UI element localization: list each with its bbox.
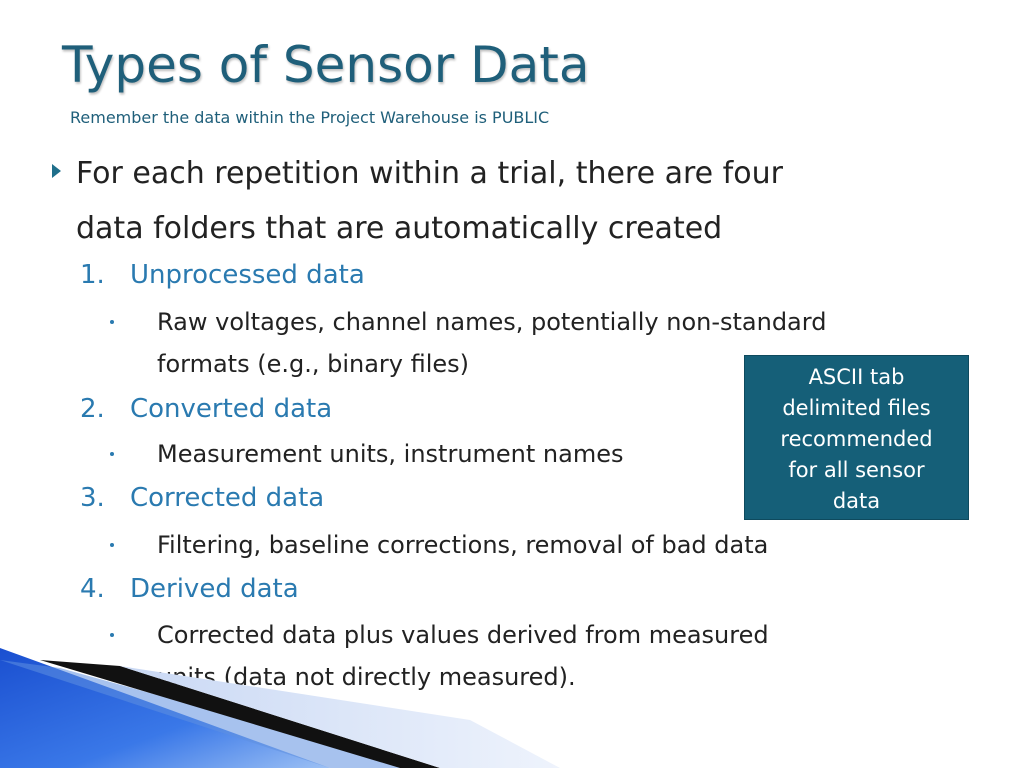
list-item-number: 4.: [80, 574, 105, 604]
list-item-label: Unprocessed data: [130, 260, 365, 290]
callout-line: ASCII tab: [808, 365, 905, 389]
list-item-1: 1. Unprocessed data: [80, 262, 365, 288]
list-item-4: 4. Derived data: [80, 576, 299, 602]
sub-bullet-line: formats (e.g., binary files): [157, 350, 470, 378]
bullet-arrow-icon: [52, 164, 61, 178]
sub-bullet-1: Raw voltages, channel names, potentially…: [157, 301, 826, 385]
swoosh-dark: [40, 660, 440, 768]
sub-bullet-dot-icon: [110, 452, 114, 456]
list-item-number: 1.: [80, 260, 105, 290]
sub-bullet-dot-icon: [110, 633, 114, 637]
swoosh-pale: [120, 666, 560, 768]
sub-bullet-line: Corrected data plus values derived from …: [157, 621, 769, 649]
main-bullet: For each repetition within a trial, ther…: [76, 146, 783, 256]
sub-bullet-line: Filtering, baseline corrections, removal…: [157, 531, 769, 559]
callout-line: recommended: [780, 427, 933, 451]
sub-bullet-dot-icon: [110, 543, 114, 547]
list-item-number: 2.: [80, 394, 105, 424]
callout-line: data: [832, 489, 881, 513]
list-item-label: Derived data: [130, 574, 299, 604]
sub-bullet-line: Raw voltages, channel names, potentially…: [157, 308, 827, 336]
sub-bullet-line: Measurement units, instrument names: [157, 440, 624, 468]
list-item-3: 3. Corrected data: [80, 485, 324, 511]
callout-box: ASCII tab delimited files recommended fo…: [744, 355, 969, 520]
list-item-label: Corrected data: [130, 483, 325, 513]
sub-bullet-dot-icon: [110, 320, 114, 324]
callout-line: delimited files: [782, 396, 931, 420]
slide-subtitle: Remember the data within the Project War…: [70, 108, 550, 127]
sub-bullet-2: Measurement units, instrument names: [157, 433, 624, 475]
main-bullet-line-1: For each repetition within a trial, ther…: [76, 156, 783, 191]
slide-title: Types of Sensor Data: [62, 36, 590, 94]
sub-bullet-3: Filtering, baseline corrections, removal…: [157, 524, 768, 566]
callout-line: for all sensor: [788, 458, 925, 482]
list-item-label: Converted data: [130, 394, 333, 424]
list-item-number: 3.: [80, 483, 105, 513]
list-item-2: 2. Converted data: [80, 396, 332, 422]
main-bullet-line-2: data folders that are automatically crea…: [76, 211, 723, 246]
